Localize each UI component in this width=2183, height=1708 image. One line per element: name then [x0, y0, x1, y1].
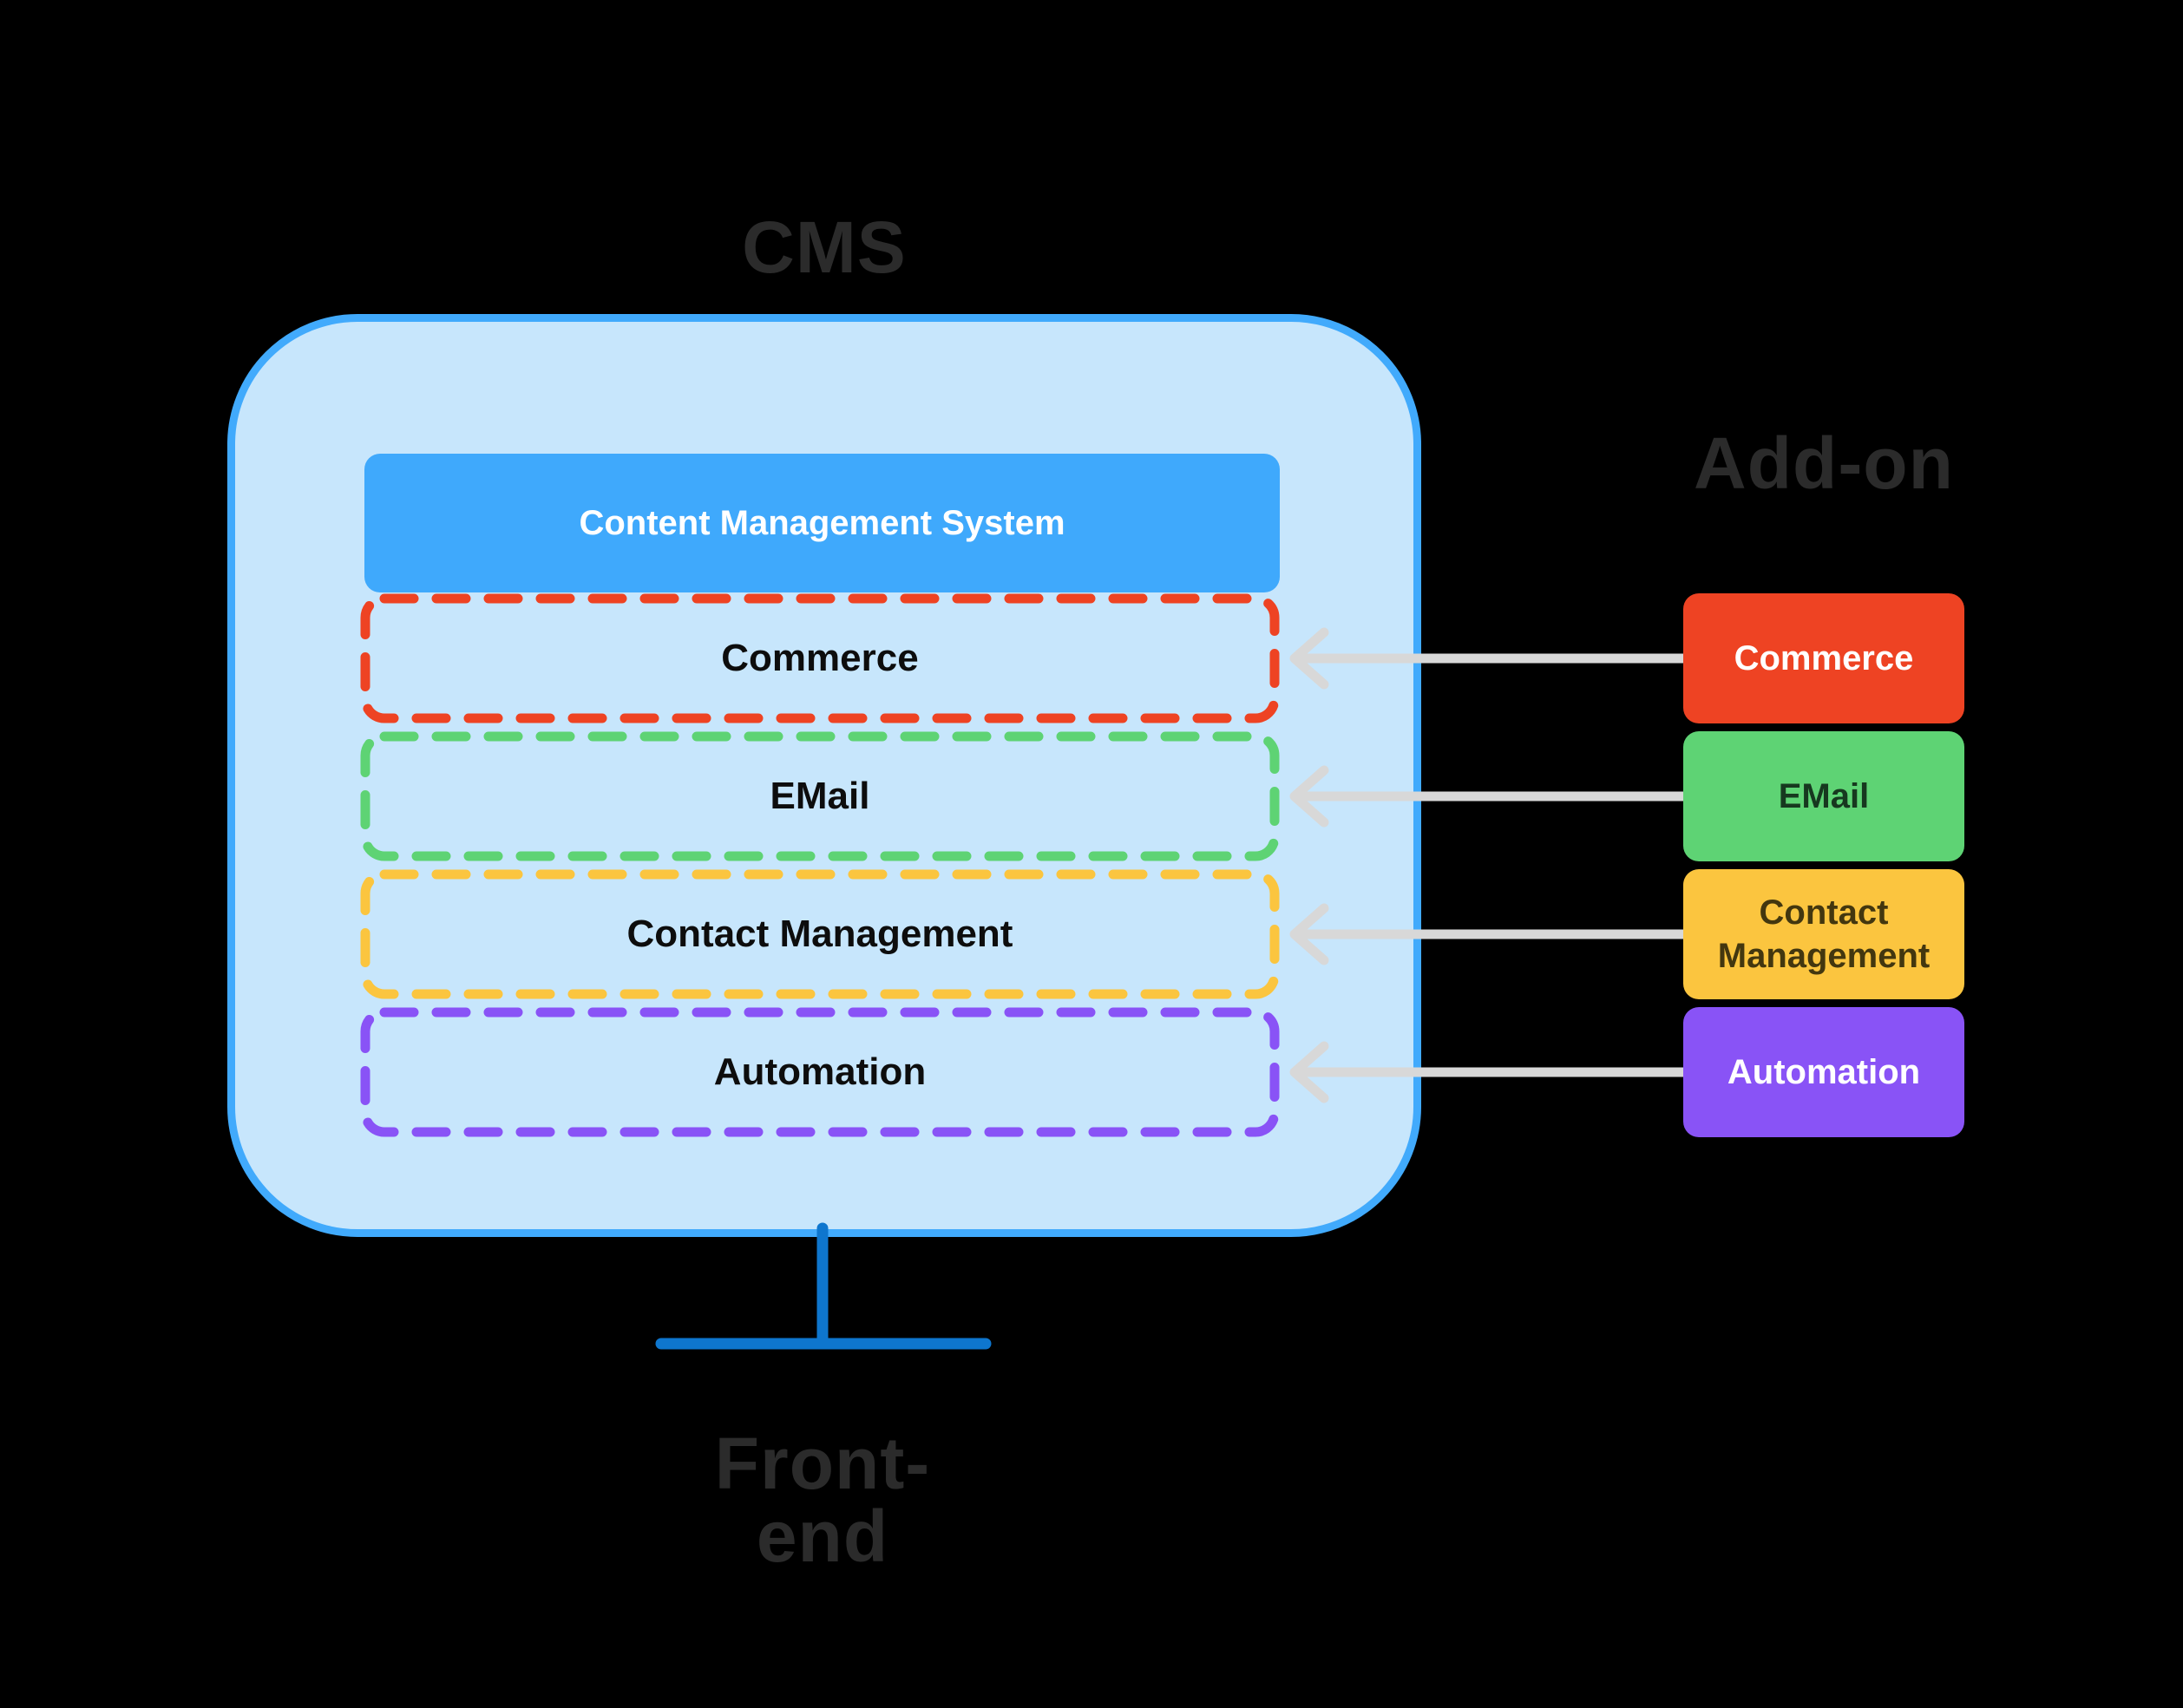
addon-box-contact-management: Contact Management	[1683, 869, 1964, 999]
commerce-dashed-outline	[360, 593, 1280, 723]
addon-title: Add-on	[1694, 422, 1954, 504]
module-label-automation: Automation	[713, 1050, 927, 1093]
monitor-stand	[655, 1222, 992, 1350]
email-dashed-outline	[360, 731, 1280, 861]
module-label-commerce: Commerce	[721, 637, 919, 679]
contact-management-dashed-outline	[360, 869, 1280, 999]
addon-label-email: EMail	[1778, 777, 1870, 815]
addon-box-automation: Automation	[1683, 1007, 1964, 1137]
frontend-title: Front-end	[714, 1423, 931, 1577]
addon-label-contact-management: Contact Management	[1717, 893, 1931, 975]
cms-title: CMS	[742, 206, 907, 288]
module-row-email: EMail	[360, 731, 1280, 861]
cms-header-label: Content Management System	[579, 503, 1065, 542]
cms-header-bar: Content Management System	[364, 454, 1280, 592]
automation-dashed-outline	[360, 1007, 1280, 1137]
addon-box-commerce: Commerce	[1683, 593, 1964, 723]
module-row-commerce: Commerce	[360, 593, 1280, 723]
cms-box: Content Management System Commerce EMail…	[227, 314, 1421, 1237]
addon-box-email: EMail	[1683, 731, 1964, 861]
addon-label-automation: Automation	[1727, 1053, 1921, 1091]
module-row-contact-management: Contact Management	[360, 869, 1280, 999]
module-label-contact-management: Contact Management	[626, 913, 1013, 955]
module-label-email: EMail	[770, 775, 870, 817]
module-row-automation: Automation	[360, 1007, 1280, 1137]
addon-label-commerce: Commerce	[1734, 639, 1914, 677]
